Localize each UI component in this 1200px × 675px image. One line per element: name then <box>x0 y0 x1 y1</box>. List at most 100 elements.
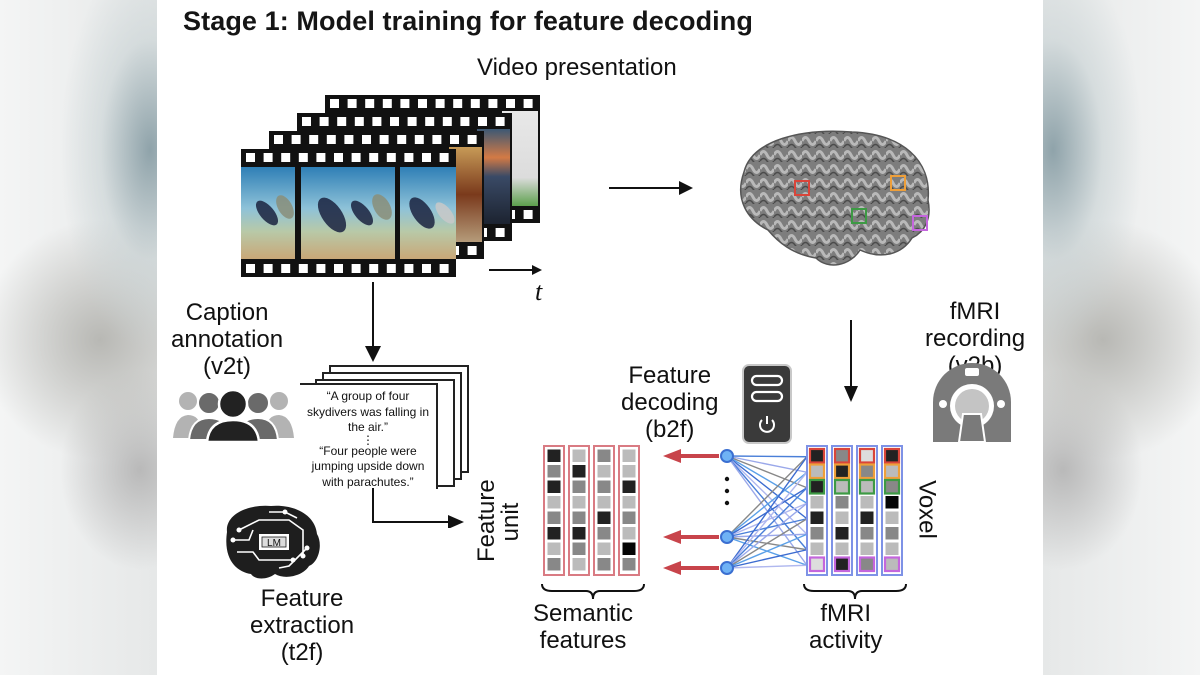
video-film-stack <box>241 95 542 277</box>
network-edge <box>726 456 808 569</box>
network-edge <box>726 518 808 569</box>
network-edge <box>726 502 808 569</box>
matrix-cell <box>808 463 826 480</box>
label-line: (t2f) <box>280 639 324 666</box>
caption-line: with parachutes.” <box>322 474 414 489</box>
sprocket-hole <box>347 99 357 108</box>
matrix-cell <box>808 478 826 495</box>
caption-ellipsis: ⋮ <box>362 432 374 447</box>
decoding-arrowhead <box>663 449 681 463</box>
matrix-cell <box>571 510 587 525</box>
sprocket-hole <box>369 153 379 162</box>
matrix-cell <box>833 447 851 464</box>
matrix-cell <box>621 557 637 572</box>
sprocket-hole <box>400 99 410 108</box>
matrix-cell <box>546 464 562 479</box>
sprocket-hole <box>382 99 392 108</box>
sprocket-hole <box>414 135 424 144</box>
sprocket-hole <box>442 117 452 126</box>
sprocket-hole <box>467 246 477 255</box>
matrix-cell <box>884 510 900 525</box>
sprocket-hole <box>386 264 396 273</box>
sprocket-hole <box>439 264 449 273</box>
caption-line: the air.” <box>347 420 389 434</box>
sprocket-hole <box>467 135 477 144</box>
sprocket-hole <box>330 99 339 108</box>
matrix-cell <box>621 526 637 541</box>
brain-roi-purple <box>912 215 928 231</box>
video-presentation-label: Video presentation <box>477 54 677 81</box>
brain-roi-red <box>794 180 810 196</box>
sprocket-hole <box>365 99 375 108</box>
sprocket-hole <box>263 153 273 162</box>
matrix-cell <box>596 464 612 479</box>
label-line: recording <box>925 325 1026 352</box>
matrix-column <box>618 445 640 576</box>
label-line: fMRI <box>949 298 1001 325</box>
matrix-cell <box>596 479 612 494</box>
sprocket-hole <box>450 135 459 144</box>
network-edge <box>726 455 808 458</box>
matrix-column <box>568 445 590 576</box>
sprocket-hole <box>422 264 431 273</box>
matrix-cell <box>596 495 612 510</box>
brain-roi-orange <box>890 175 906 191</box>
network-node <box>720 449 734 463</box>
time-arrowhead <box>532 265 542 275</box>
sprocket-hole <box>488 99 498 108</box>
matrix-cell <box>546 479 562 494</box>
caption-line: skydivers was falling in <box>306 404 430 419</box>
caption-text: “A group of four skydivers was falling i… <box>300 389 436 490</box>
label-line: decoding <box>621 389 719 416</box>
matrix-cell <box>834 526 850 541</box>
sprocket-hole <box>397 135 407 144</box>
feature-unit-axis-label: Feature unit <box>473 479 524 562</box>
sprocket-hole <box>372 117 382 126</box>
mri-scanner-icon <box>933 363 1011 443</box>
sprocket-hole <box>351 264 361 273</box>
voxel-axis-label: Voxel <box>913 480 941 539</box>
matrix-cell <box>571 526 587 541</box>
sprocket-hole <box>298 264 308 273</box>
feature-decoding-label: Feature decoding (b2f) <box>621 362 718 443</box>
sprocket-hole <box>246 153 255 162</box>
caption-annotation-label: Caption annotation (v2t) <box>171 299 283 380</box>
label-line: Caption <box>185 299 269 326</box>
matrix-cell <box>883 463 901 480</box>
sprocket-hole <box>319 117 329 126</box>
sprocket-hole <box>302 117 311 126</box>
matrix-column <box>856 445 878 576</box>
label-line: (b2f) <box>645 416 695 443</box>
sprocket-hole <box>337 117 347 126</box>
network-edge <box>726 533 808 569</box>
fmri-activity-label: fMRI activity <box>809 600 882 654</box>
diagram-canvas: Stage 1: Model training for feature deco… <box>157 0 1043 675</box>
semantic-features-matrix <box>543 445 640 576</box>
people-group-icon <box>173 388 294 442</box>
circuit-brain-icon: LM <box>226 505 320 579</box>
matrix-column <box>806 445 828 576</box>
matrix-cell <box>621 464 637 479</box>
decoder-network <box>663 449 808 575</box>
sprocket-hole <box>523 210 533 219</box>
caption-line: “A group of four <box>326 389 410 403</box>
matrix-cell <box>859 510 875 525</box>
label-line: extraction <box>250 612 355 639</box>
matrix-cell <box>546 557 562 572</box>
sprocket-hole <box>351 153 361 162</box>
label-line: Semantic <box>533 600 634 627</box>
sprocket-hole <box>439 153 449 162</box>
label-line: Feature <box>473 479 500 562</box>
matrix-cell <box>809 510 825 525</box>
sprocket-hole <box>470 99 480 108</box>
matrix-cell <box>809 541 825 556</box>
arrow-captions-to-features <box>372 488 464 528</box>
sprocket-hole <box>404 153 414 162</box>
matrix-cell <box>621 448 637 463</box>
brain-shape <box>739 130 930 266</box>
matrix-cell <box>858 447 876 464</box>
sprocket-hole <box>495 228 505 237</box>
sprocket-hole <box>523 99 533 108</box>
label-line: activity <box>809 627 883 654</box>
sprocket-hole <box>298 153 308 162</box>
